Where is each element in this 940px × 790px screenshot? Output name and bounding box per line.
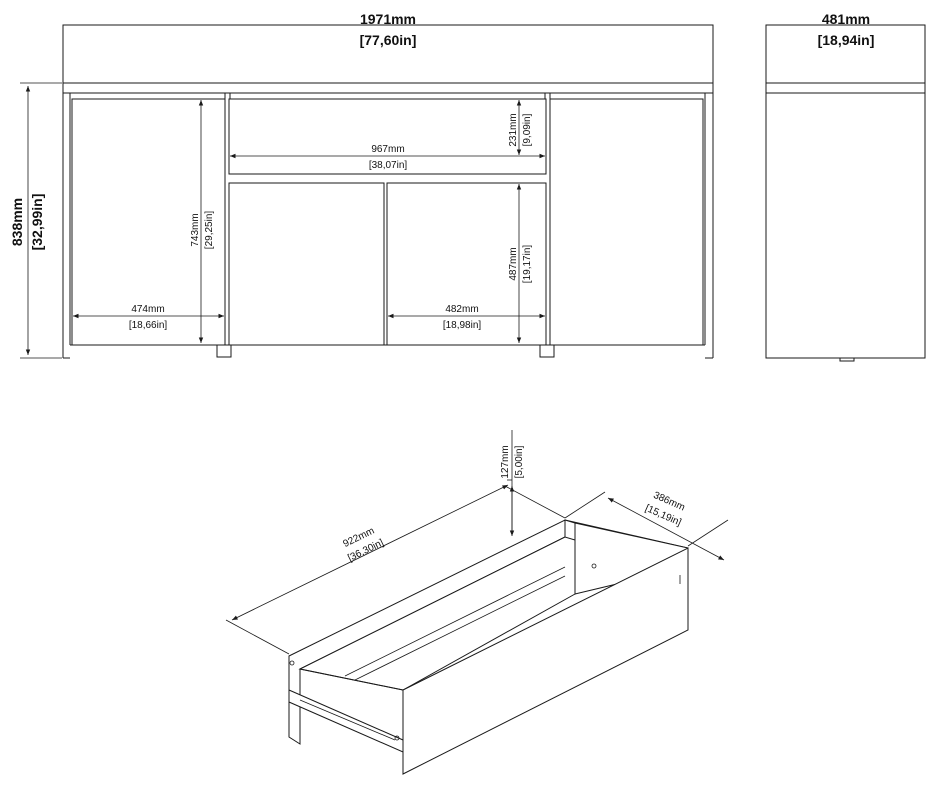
overall-height-in: [32,99in] xyxy=(29,194,45,251)
drawer-height-mm: 127mm xyxy=(500,445,511,478)
drawer-screw-hole xyxy=(591,563,597,569)
side-depth-in: [18,94in] xyxy=(818,32,875,48)
drawer-height-mm: 231mm xyxy=(508,113,519,146)
side-top xyxy=(765,82,926,94)
cabinet-height-mm: 743mm xyxy=(190,213,201,246)
right-door xyxy=(549,98,704,346)
drawer-runner xyxy=(288,689,404,753)
side-panel xyxy=(765,92,926,359)
overall-height-mm: 838mm xyxy=(9,198,25,246)
drawer-front xyxy=(228,98,547,175)
overall-width-in: [77,60in] xyxy=(360,32,417,48)
drawer-height-in: [5,00in] xyxy=(514,445,525,478)
left-width-in: [18,66in] xyxy=(129,320,168,331)
top-board xyxy=(62,82,714,94)
foot-left xyxy=(216,344,232,358)
door-width-mm: 482mm xyxy=(445,304,478,315)
left-width-mm: 474mm xyxy=(131,304,164,315)
front-view: 1971mm [77,60in] 838mm [32,99in xyxy=(9,11,714,359)
cabinet-height-in: [29,25in] xyxy=(204,211,215,250)
drawer-width-mm: 967mm xyxy=(371,144,404,155)
middle-left-door xyxy=(228,182,385,346)
side-view: 481mm [18,94in] xyxy=(765,11,926,362)
door-height-in: [19,17in] xyxy=(522,245,533,284)
drawer-width-in: [38,07in] xyxy=(369,160,408,171)
left-door xyxy=(71,98,226,346)
drawer-height-in: [9,09in] xyxy=(522,113,533,146)
door-width-in: [18,98in] xyxy=(443,320,482,331)
drawer-view: 922mm [36,30in] 386mm [15,19in] 127mm [5… xyxy=(225,430,729,775)
foot-right xyxy=(539,344,555,358)
door-height-mm: 487mm xyxy=(508,247,519,280)
side-foot xyxy=(839,357,855,362)
side-depth-mm: 481mm xyxy=(822,11,870,27)
overall-width-mm: 1971mm xyxy=(360,11,416,27)
middle-right-door xyxy=(386,182,547,346)
